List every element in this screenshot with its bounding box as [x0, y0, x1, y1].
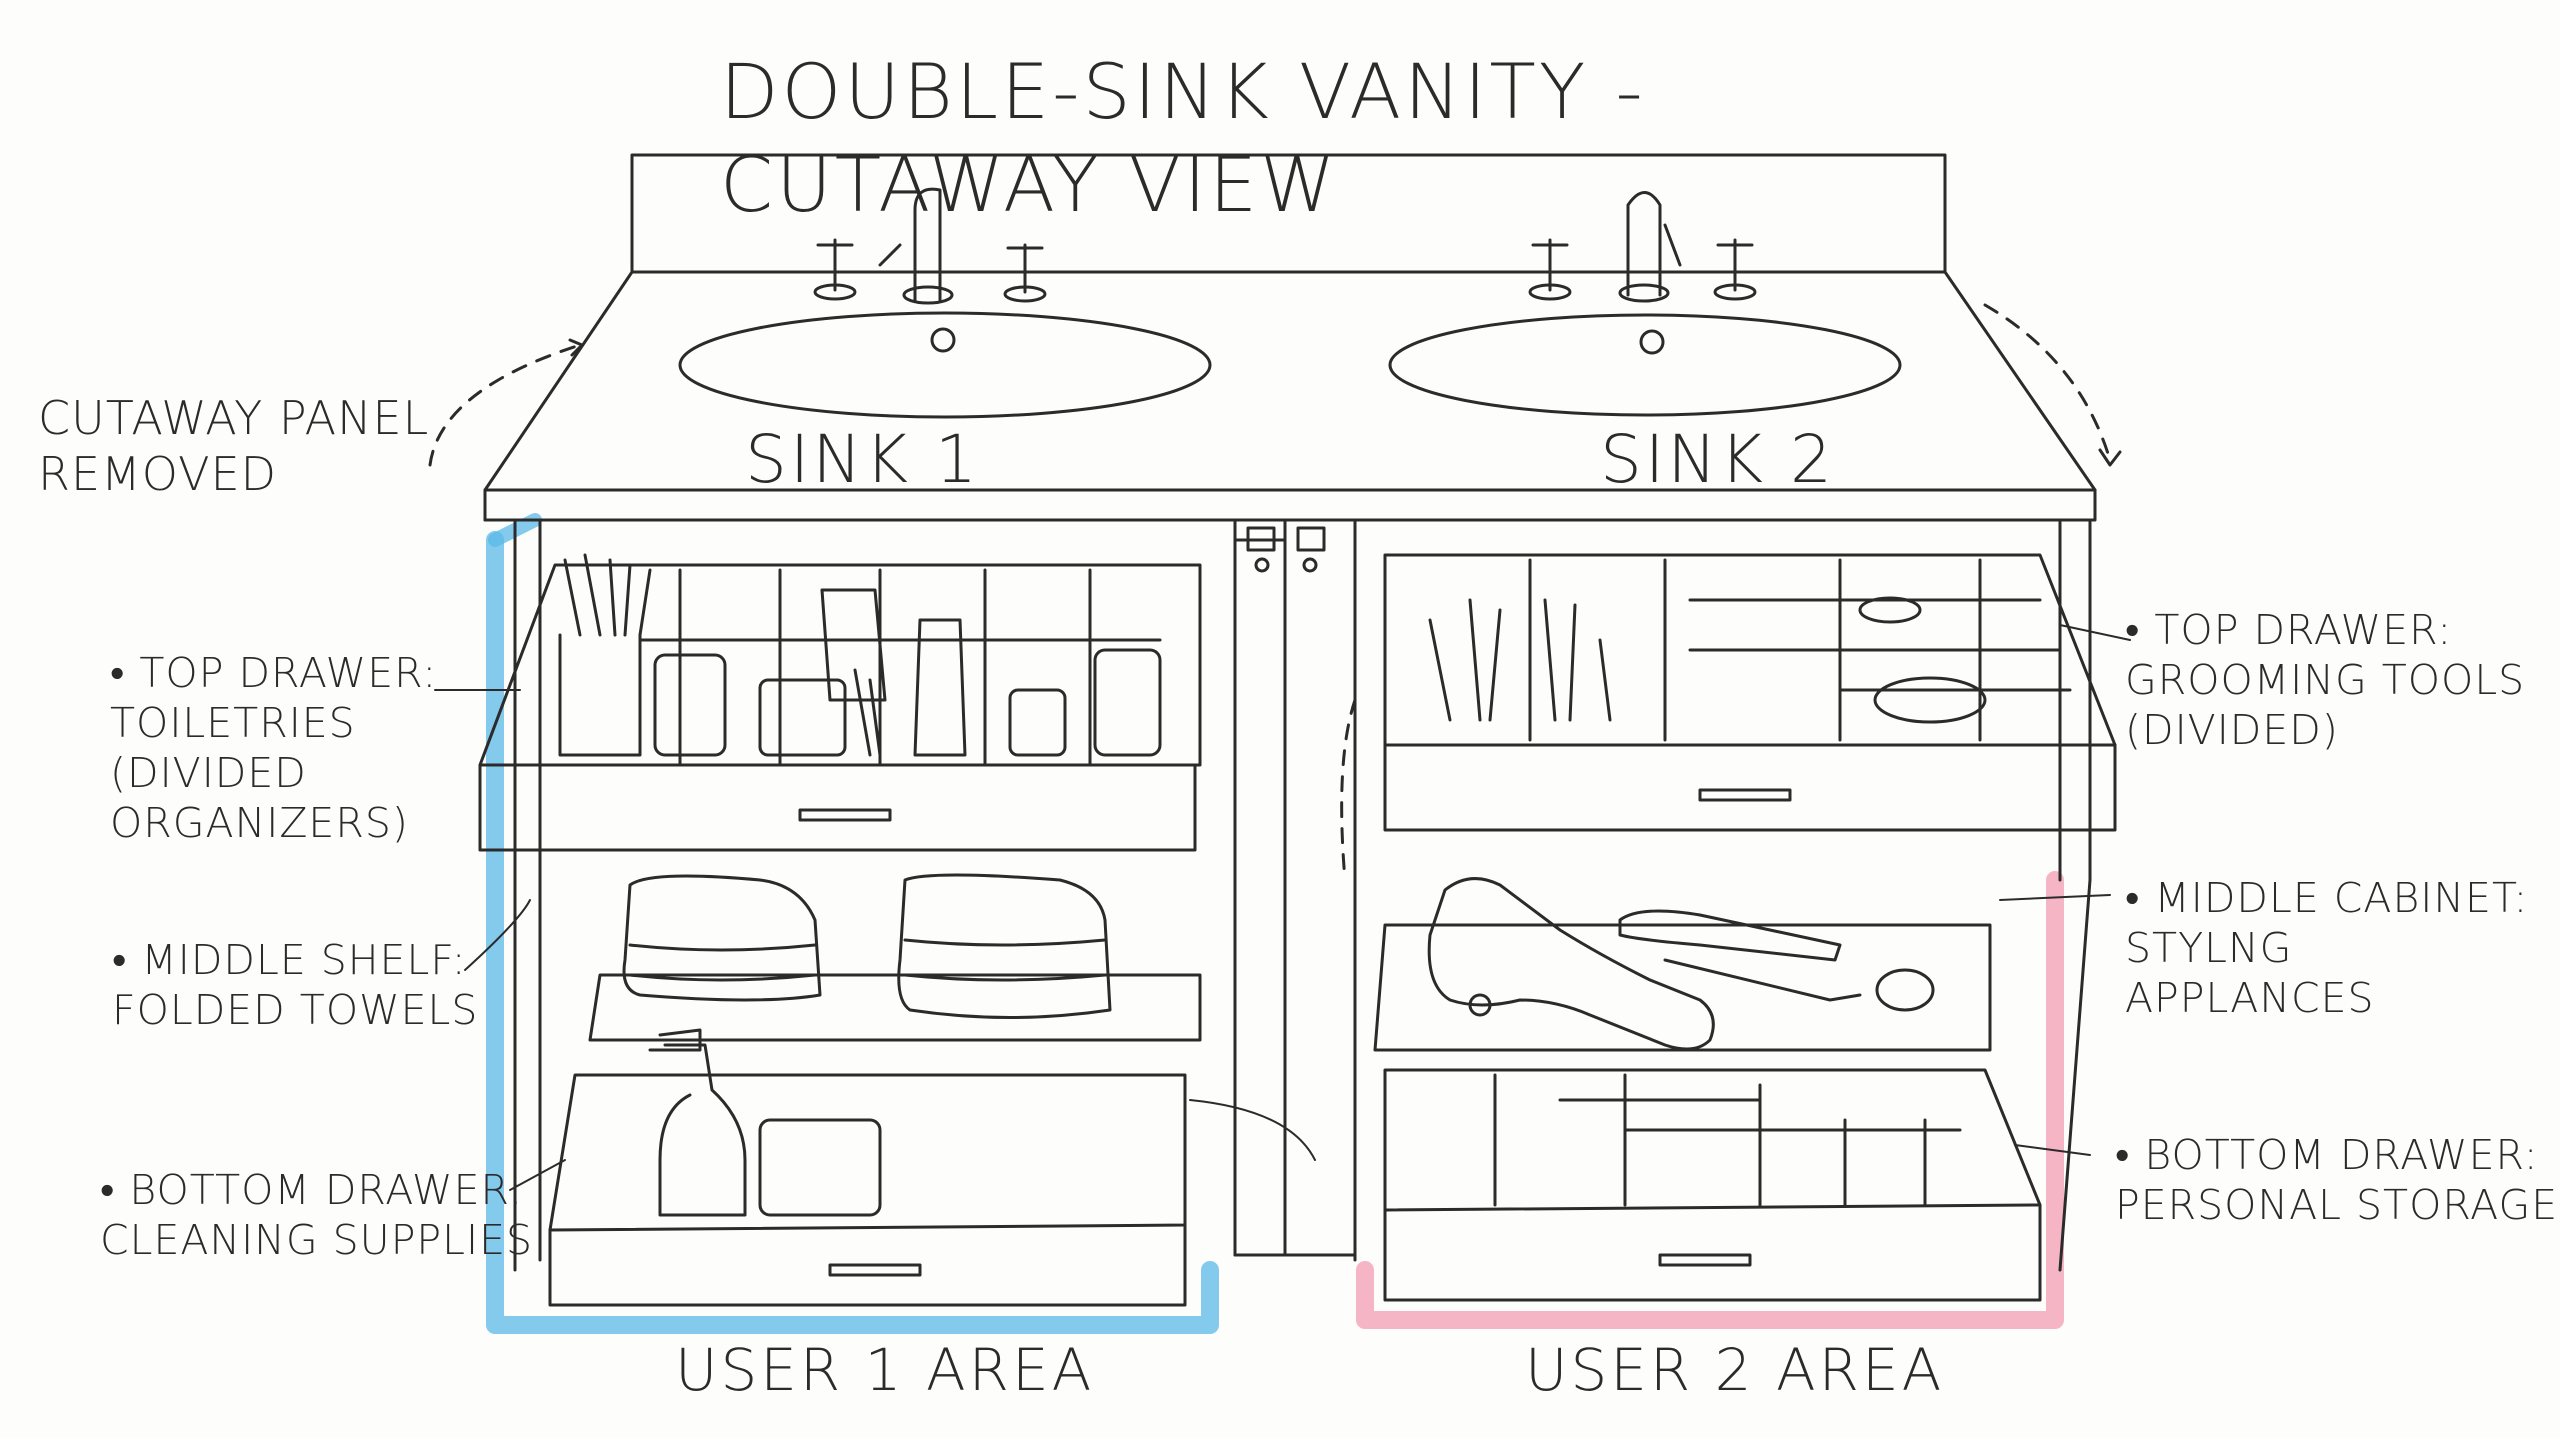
left-bottom-drawer-callout: • BOTTOM DRAWER: CLEANING SUPPLIES	[100, 1166, 534, 1265]
leader-lines	[434, 624, 2131, 1191]
sink-2-faucet	[1528, 191, 1757, 303]
center-divider	[1233, 518, 1357, 1262]
sink-2-basin	[1388, 313, 1902, 417]
diagram-title: DOUBLE-SINK VANITY - CUTAWAY VIEW	[720, 47, 1646, 229]
right-top-drawer	[1383, 553, 2117, 832]
left-top-drawer	[478, 553, 1202, 852]
left-middle-shelf	[588, 873, 1202, 1042]
cutaway-arrows	[428, 303, 2112, 882]
cabinet-right-side	[2058, 518, 2092, 1272]
right-bottom-drawer	[1383, 1068, 2042, 1302]
sink-2-label: SINK 2	[1600, 421, 1835, 498]
left-bottom-drawer	[548, 1028, 1187, 1307]
right-bottom-drawer-callout: • BOTTOM DRAWER: PERSONAL STORAGE	[2115, 1131, 2559, 1230]
right-top-drawer-callout: • TOP DRAWER: GROOMING TOOLS (DIVIDED)	[2125, 606, 2526, 755]
user-2-area-label: USER 2 AREA	[1525, 1336, 1945, 1404]
sink-1-faucet	[813, 187, 1047, 305]
user2-highlight	[1356, 871, 2064, 1329]
sink-1-label: SINK 1	[745, 421, 980, 498]
cutaway-panel-callout: CUTAWAY PANEL REMOVED	[38, 391, 430, 502]
left-middle-shelf-callout: • MIDDLE SHELF: FOLDED TOWELS	[112, 936, 479, 1035]
right-middle-cabinet	[1373, 877, 1992, 1052]
countertop	[483, 270, 2097, 492]
sink-1-basin	[678, 311, 1212, 419]
right-middle-cabinet-callout: • MIDDLE CABINET: STYLNG APPLANCES	[2125, 874, 2529, 1023]
user-1-area-label: USER 1 AREA	[675, 1336, 1095, 1404]
left-top-drawer-callout: • TOP DRAWER: TOILETRIES (DIVIDED ORGANI…	[110, 649, 438, 848]
